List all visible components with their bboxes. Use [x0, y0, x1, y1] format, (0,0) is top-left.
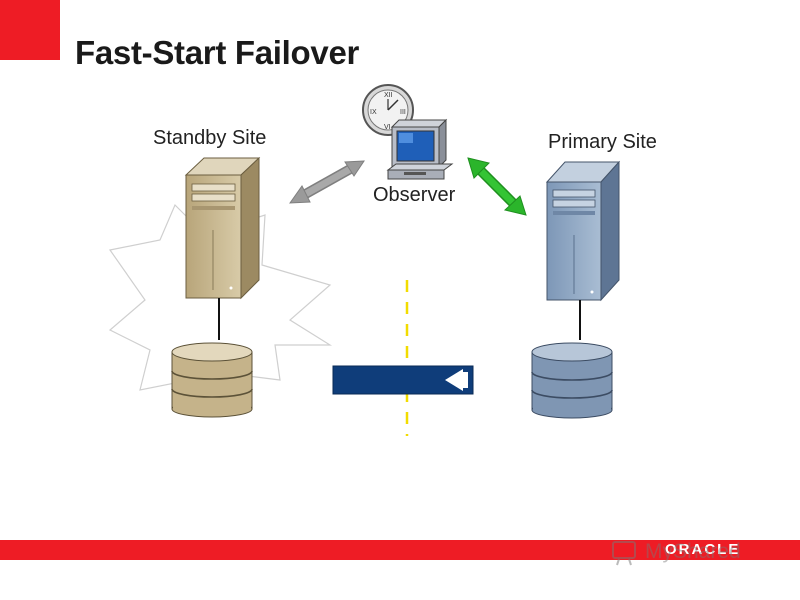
svg-text:IX: IX — [370, 109, 377, 116]
standby-site-label: Standby Site — [153, 127, 267, 149]
standby-database-icon — [171, 342, 253, 418]
redo-arrow-icon — [332, 365, 474, 395]
primary-server-icon — [545, 160, 621, 302]
watermark-text: MyShared — [645, 540, 741, 563]
observer-label: Observer — [373, 184, 456, 206]
standby-observer-arrow-icon — [288, 160, 365, 204]
oracle-logo: ORACLE — [665, 541, 741, 558]
watermark-icon — [612, 541, 636, 566]
brand-square — [0, 0, 60, 60]
observer-primary-arrow-icon — [467, 157, 527, 216]
slide-title: Fast-Start Failover — [75, 34, 360, 71]
svg-text:VI: VI — [384, 124, 391, 131]
primary-database-icon — [531, 342, 613, 419]
monitor-icon — [386, 118, 454, 180]
footer-bar — [0, 540, 800, 560]
primary-site-label: Primary Site — [548, 131, 657, 153]
standby-server-icon — [184, 156, 261, 300]
svg-text:XII: XII — [384, 92, 393, 99]
svg-text:III: III — [400, 109, 406, 116]
